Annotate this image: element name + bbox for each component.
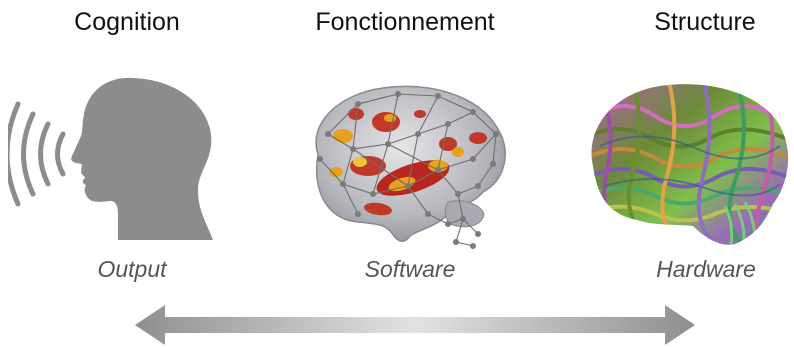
brain-network-illustration	[315, 85, 506, 249]
subtitle-output: Output	[97, 256, 167, 282]
cerebellum	[444, 200, 485, 228]
network-edges	[319, 93, 497, 247]
activation-regions	[329, 108, 487, 216]
head-silhouette	[71, 77, 213, 241]
network-nodes	[317, 91, 499, 249]
title-structure: Structure	[654, 8, 756, 36]
title-cognition: Cognition	[74, 8, 180, 36]
speaking-head-icon	[8, 77, 213, 241]
subtitle-hardware: Hardware	[656, 256, 756, 282]
title-fonctionnement: Fonctionnement	[315, 8, 495, 36]
subtitle-software: Software	[364, 256, 456, 282]
sound-waves	[8, 101, 66, 207]
brain-fibers-illustration	[591, 84, 789, 245]
brain-fibers	[591, 84, 789, 245]
bidirectional-arrow	[135, 305, 695, 345]
